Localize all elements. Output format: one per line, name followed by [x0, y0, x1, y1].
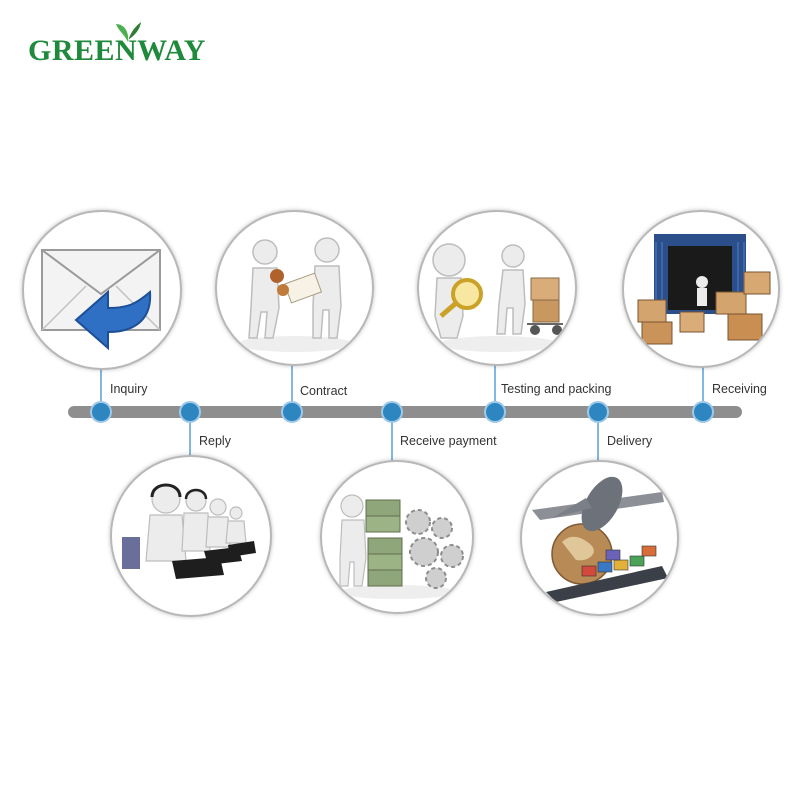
handshake-contract-icon	[237, 237, 353, 352]
timeline-bar	[68, 406, 742, 418]
node-receive-payment	[381, 401, 403, 423]
plane-ship-globe-icon	[532, 476, 668, 602]
node-testing-packing	[484, 401, 506, 423]
label-reply: Reply	[199, 434, 231, 448]
envelope-reply-icon	[41, 249, 161, 351]
receive-payment-circle	[320, 460, 474, 614]
label-inquiry: Inquiry	[110, 382, 148, 396]
label-contract: Contract	[300, 384, 348, 398]
reply-circle	[110, 455, 272, 617]
magnifier-boxes-icon	[432, 243, 563, 352]
inquiry-circle	[22, 210, 182, 370]
call-center-icon	[122, 483, 256, 579]
container-boxes-icon	[637, 234, 771, 345]
label-receive-payment: Receive payment	[400, 434, 497, 448]
contract-circle	[215, 210, 374, 366]
label-testing-packing: Testing and packing	[501, 382, 612, 396]
label-receiving: Receiving	[712, 382, 767, 396]
testing-packing-circle	[417, 210, 577, 366]
greenway-logo: GREENWAY	[28, 20, 248, 70]
node-receiving	[692, 401, 714, 423]
delivery-circle	[520, 460, 679, 616]
node-contract	[281, 401, 303, 423]
node-delivery	[587, 401, 609, 423]
money-gears-icon	[339, 494, 464, 599]
node-reply	[179, 401, 201, 423]
label-delivery: Delivery	[607, 434, 653, 448]
leaf-icon	[116, 22, 141, 42]
brand-name: GREENWAY	[28, 34, 206, 67]
receiving-circle	[622, 210, 780, 368]
node-inquiry	[90, 401, 112, 423]
